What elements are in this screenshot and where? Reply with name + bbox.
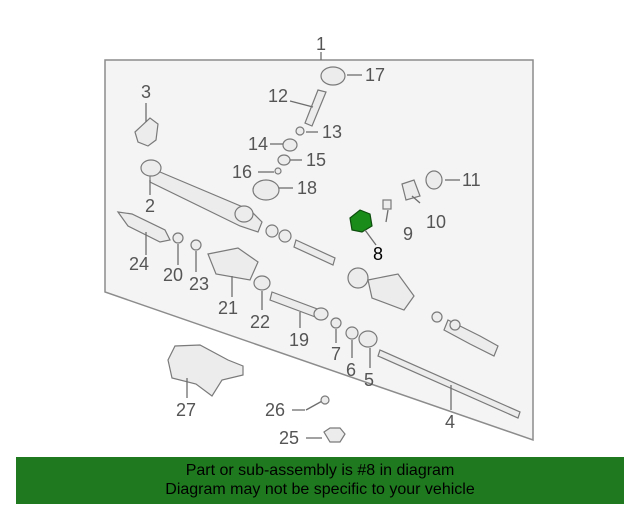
part-7-washer <box>330 317 342 329</box>
part-27-bracket <box>167 344 244 397</box>
part-9-plug <box>382 199 392 210</box>
part-12-pinion <box>304 89 327 127</box>
part-boot-ring-right <box>347 267 369 289</box>
info-banner: Part or sub-assembly is #8 in diagram Di… <box>16 457 624 504</box>
part-6-nut <box>345 326 359 340</box>
rack-seal-a <box>265 224 279 238</box>
label-16: 16 <box>232 162 252 182</box>
part-boot-right <box>367 273 415 311</box>
label-21: 21 <box>218 298 238 318</box>
label-18: 18 <box>297 178 317 198</box>
part-19-joint <box>313 307 329 321</box>
part-11-bushing <box>425 170 443 190</box>
part-8-highlighted <box>349 209 373 233</box>
label-26: 26 <box>265 400 285 420</box>
part-clip-right-a <box>431 311 443 323</box>
part-13-ring <box>295 126 305 136</box>
part-21-boot <box>207 247 259 281</box>
parts-diagram: 1 17 12 3 13 14 15 16 18 2 11 10 9 8 24 … <box>104 34 534 448</box>
part-23-clip <box>190 239 202 251</box>
rack-seal-b <box>278 229 292 243</box>
rack-housing <box>149 167 263 233</box>
label-15: 15 <box>306 150 326 170</box>
label-23: 23 <box>189 274 209 294</box>
leader-lines <box>145 74 460 439</box>
part-5-ring <box>358 330 378 348</box>
part-3-bracket <box>134 117 159 147</box>
housing-clamp <box>234 205 254 223</box>
label-5: 5 <box>364 370 374 390</box>
label-19: 19 <box>289 330 309 350</box>
housing-mount-2 <box>140 159 162 177</box>
label-2: 2 <box>145 196 155 216</box>
part-4-rod <box>377 349 521 419</box>
label-3: 3 <box>141 82 151 102</box>
part-25-nut <box>323 427 346 443</box>
part-26-bolt-head <box>320 395 330 405</box>
part-15-seal <box>277 154 291 166</box>
label-7: 7 <box>331 344 341 364</box>
housing-port-18 <box>252 179 280 201</box>
part-16-oring <box>274 167 282 175</box>
label-12: 12 <box>268 86 288 106</box>
label-24: 24 <box>129 254 149 274</box>
label-25: 25 <box>279 428 299 448</box>
label-22: 22 <box>250 312 270 332</box>
part-22-band <box>253 275 271 291</box>
part-clip-right-b <box>449 319 461 331</box>
label-1: 1 <box>316 34 326 54</box>
label-11: 11 <box>462 170 481 190</box>
rack-inner <box>293 239 336 266</box>
label-6: 6 <box>346 360 356 380</box>
label-13: 13 <box>322 122 342 142</box>
part-20-nut <box>172 232 184 244</box>
label-20: 20 <box>163 265 183 285</box>
label-9: 9 <box>403 224 413 244</box>
part-14-bushing <box>282 138 298 152</box>
label-17: 17 <box>365 65 385 85</box>
part-24-tie-rod-end <box>116 211 171 243</box>
part-17-cap <box>320 66 346 86</box>
label-8: 8 <box>373 244 383 264</box>
label-14: 14 <box>248 134 268 154</box>
info-line-1: Part or sub-assembly is #8 in diagram <box>185 462 455 479</box>
part-10-mount <box>401 179 421 201</box>
label-27: 27 <box>176 400 196 420</box>
label-4: 4 <box>445 412 455 432</box>
info-line-2: Diagram may not be specific to your vehi… <box>165 481 475 498</box>
label-10: 10 <box>426 212 446 232</box>
